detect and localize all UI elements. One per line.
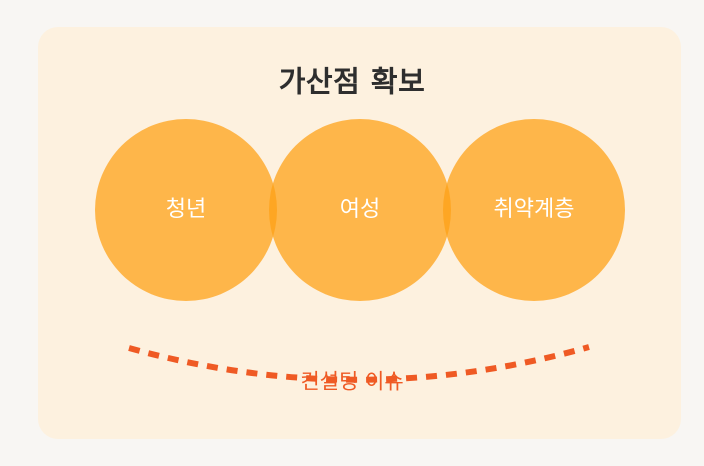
circle-label-youth: 청년 [165, 197, 207, 222]
circle-youth: 청년 [95, 119, 277, 301]
circle-label-women: 여성 [339, 197, 381, 222]
circle-vulnerable: 취약계층 [443, 119, 625, 301]
dashed-arc-path [128, 344, 590, 383]
diagram-title: 가산점 확보 [278, 64, 426, 99]
circle-label-vulnerable: 취약계층 [493, 197, 575, 222]
circle-women: 여성 [269, 119, 451, 301]
